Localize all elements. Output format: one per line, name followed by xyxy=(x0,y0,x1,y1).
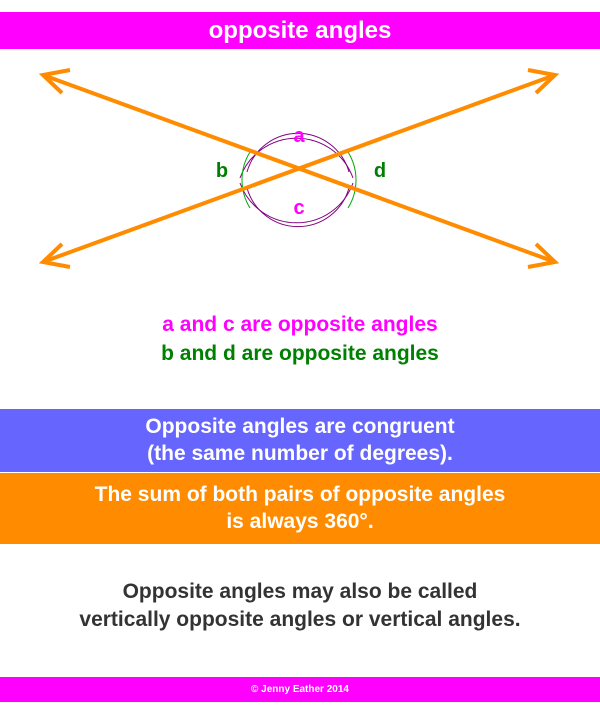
sum-line-1: The sum of both pairs of opposite angles xyxy=(94,483,506,506)
page-title: opposite angles xyxy=(208,17,392,44)
sum-line-2: is always 360°. xyxy=(226,510,374,533)
note: Opposite angles may also be called verti… xyxy=(0,578,600,634)
angle-d-arc xyxy=(347,151,357,209)
note-line-1: Opposite angles may also be called xyxy=(122,580,478,603)
angle-b-arc xyxy=(241,151,251,209)
label-d: d xyxy=(374,160,386,182)
angle-c-arc-inner xyxy=(246,187,350,227)
arrowhead-top-right xyxy=(527,68,560,95)
arrowhead-top-left xyxy=(38,68,71,95)
congruent-line-1: Opposite angles are congruent xyxy=(145,415,455,438)
line-two xyxy=(42,73,556,264)
sum-box: The sum of both pairs of opposite angles… xyxy=(0,473,600,544)
title-bar: opposite angles xyxy=(0,12,600,49)
opposite-angles-diagram: a c b d xyxy=(38,68,560,269)
label-a: a xyxy=(293,125,305,147)
arrowhead-bottom-right xyxy=(527,242,560,269)
angle-a-arc-outer xyxy=(239,137,354,179)
angle-c-arc-outer xyxy=(239,182,354,224)
statement-b-d: b and d are opposite angles xyxy=(161,342,439,365)
label-b: b xyxy=(216,160,228,182)
copyright-text: © Jenny Eather 2014 xyxy=(251,684,349,695)
statement-a-c: a and c are opposite angles xyxy=(162,313,438,336)
note-line-2: vertically opposite angles or vertical a… xyxy=(79,608,521,631)
footer-bar: © Jenny Eather 2014 xyxy=(0,677,600,702)
label-c: c xyxy=(293,197,304,219)
congruent-box: Opposite angles are congruent (the same … xyxy=(0,409,600,472)
arrowhead-bottom-left xyxy=(38,242,71,269)
congruent-line-2: (the same number of degrees). xyxy=(147,442,453,465)
